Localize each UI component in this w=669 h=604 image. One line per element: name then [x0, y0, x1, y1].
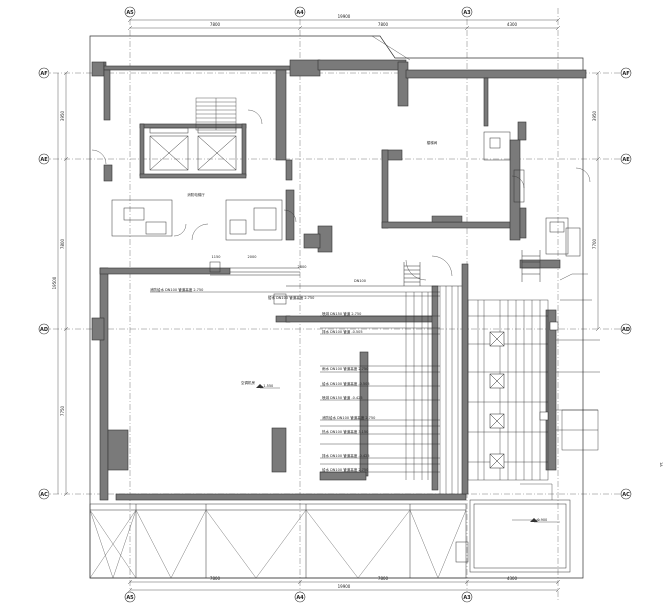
dim-left-1: 3950	[60, 110, 65, 121]
grid-bubbles: A5 A4 A3 A5 A4 A3 AF AE AD AC AF AE AD A…	[38, 6, 632, 603]
dim-bottom-1: 7800	[210, 576, 221, 581]
dim-top-3: 4300	[507, 22, 518, 27]
pipe-label: 给水 DN100 管道高度 2.750	[268, 295, 314, 300]
grid-bubble-bottom-3: A3	[461, 591, 473, 603]
svg-text:AE: AE	[40, 157, 48, 163]
dim-top-2: 7800	[378, 22, 389, 27]
grid-bubble-left-4: AC	[38, 488, 50, 500]
grid-bubble-left-1: AF	[38, 67, 50, 79]
elevation-marker-2: -0.900	[530, 518, 560, 523]
grid-bubble-right-4: AC	[620, 488, 632, 500]
dim-left-total: 19500	[52, 276, 57, 289]
walls	[91, 59, 587, 501]
hall-lines	[209, 250, 541, 305]
pipe-leaders	[150, 291, 440, 473]
lower-right-room	[455, 499, 571, 573]
svg-text:AC: AC	[40, 492, 48, 498]
side-label: 1A	[659, 462, 663, 467]
svg-text:-0.900: -0.900	[536, 518, 547, 522]
svg-text:A3: A3	[463, 10, 471, 16]
grid-bubble-left-3: AD	[38, 323, 50, 335]
dim-top-1: 7800	[210, 22, 221, 27]
dimension-bottom	[127, 579, 561, 593]
dim-right-1: 3950	[592, 110, 597, 121]
grid-bubble-right-1: AF	[620, 67, 632, 79]
dim-bottom-total: 19900	[338, 584, 351, 589]
pipe-label: 消防给水 DN100 管道高度 2.750	[322, 415, 375, 420]
pipe-label: 雨水 DN100 管道高度 2.750	[322, 366, 368, 371]
small-dim-4: DN100	[354, 279, 366, 283]
grid-bubble-bottom-1: A5	[124, 591, 136, 603]
grid-bubble-left-2: AE	[38, 153, 50, 165]
pipe-label: 给水 DN100 管道高度 2.750	[322, 467, 368, 472]
pipe-vertical-risers	[405, 286, 459, 494]
dim-top-total: 19900	[338, 14, 351, 19]
stair-west	[195, 97, 237, 131]
grid-bubble-top-2: A4	[294, 6, 306, 18]
svg-text:AC: AC	[622, 492, 630, 498]
mechanical-area	[467, 299, 600, 481]
svg-text:AD: AD	[622, 327, 630, 333]
dimension-right	[595, 70, 601, 332]
small-rooms-west	[111, 199, 283, 241]
dim-right-2: 7700	[592, 238, 597, 249]
grid-bubble-right-3: AD	[620, 323, 632, 335]
svg-text:-1.550: -1.550	[262, 384, 273, 388]
svg-text:A5: A5	[126, 595, 134, 601]
small-dim-3: 2800	[298, 265, 307, 269]
room-label-mech: 空调机房	[241, 380, 255, 385]
grid-lines	[42, 8, 630, 600]
lower-strip-crosses	[89, 509, 467, 579]
small-dim-2: 2000	[248, 255, 257, 259]
room-label-stair: 楼梯间	[427, 140, 438, 145]
svg-text:AD: AD	[40, 327, 48, 333]
grid-bubble-bottom-2: A4	[294, 591, 306, 603]
pump-units	[489, 321, 559, 469]
grid-bubble-right-2: AE	[620, 153, 632, 165]
dimension-top	[127, 17, 561, 31]
dim-bottom-3: 4300	[507, 576, 518, 581]
svg-text:A5: A5	[126, 10, 134, 16]
elevator-cars	[149, 127, 237, 171]
svg-text:AE: AE	[622, 157, 630, 163]
svg-text:AF: AF	[40, 71, 47, 77]
room-label-elevator-hall: 消防电梯厅	[187, 192, 205, 197]
pipe-label: 消防给水 DN100 管道高度 2.750	[150, 287, 203, 292]
dim-bottom-2: 7800	[378, 576, 389, 581]
grid-bubble-top-1: A5	[124, 6, 136, 18]
pipe-label: 排水 DN100 管道高度 -0.425	[322, 453, 370, 458]
grid-bubble-top-3: A3	[461, 6, 473, 18]
pipe-label: 热水 DN100 管道高度 3.150	[322, 429, 368, 434]
svg-text:AF: AF	[622, 71, 629, 77]
svg-text:A3: A3	[463, 595, 471, 601]
east-room-fixtures	[431, 131, 581, 257]
svg-text:A4: A4	[296, 10, 304, 16]
small-dim-1: 1150	[212, 255, 221, 259]
pipe-label: 喷淋 DN150 管道 2.750	[322, 311, 361, 316]
lower-strip	[89, 503, 467, 579]
dim-left-2: 7800	[60, 238, 65, 249]
elevation-marker-1: -1.550	[256, 384, 280, 389]
pipe-label: 给水 DN100 管道高度 -0.505	[322, 381, 370, 386]
svg-text:A4: A4	[296, 595, 304, 601]
dim-left-3: 7750	[60, 405, 65, 416]
pipe-label: 喷淋 DN150 管道 -0.425	[322, 395, 363, 400]
dimension-left	[57, 70, 69, 497]
pipe-label: 排水 DN100 管道 -0.505	[322, 329, 363, 334]
